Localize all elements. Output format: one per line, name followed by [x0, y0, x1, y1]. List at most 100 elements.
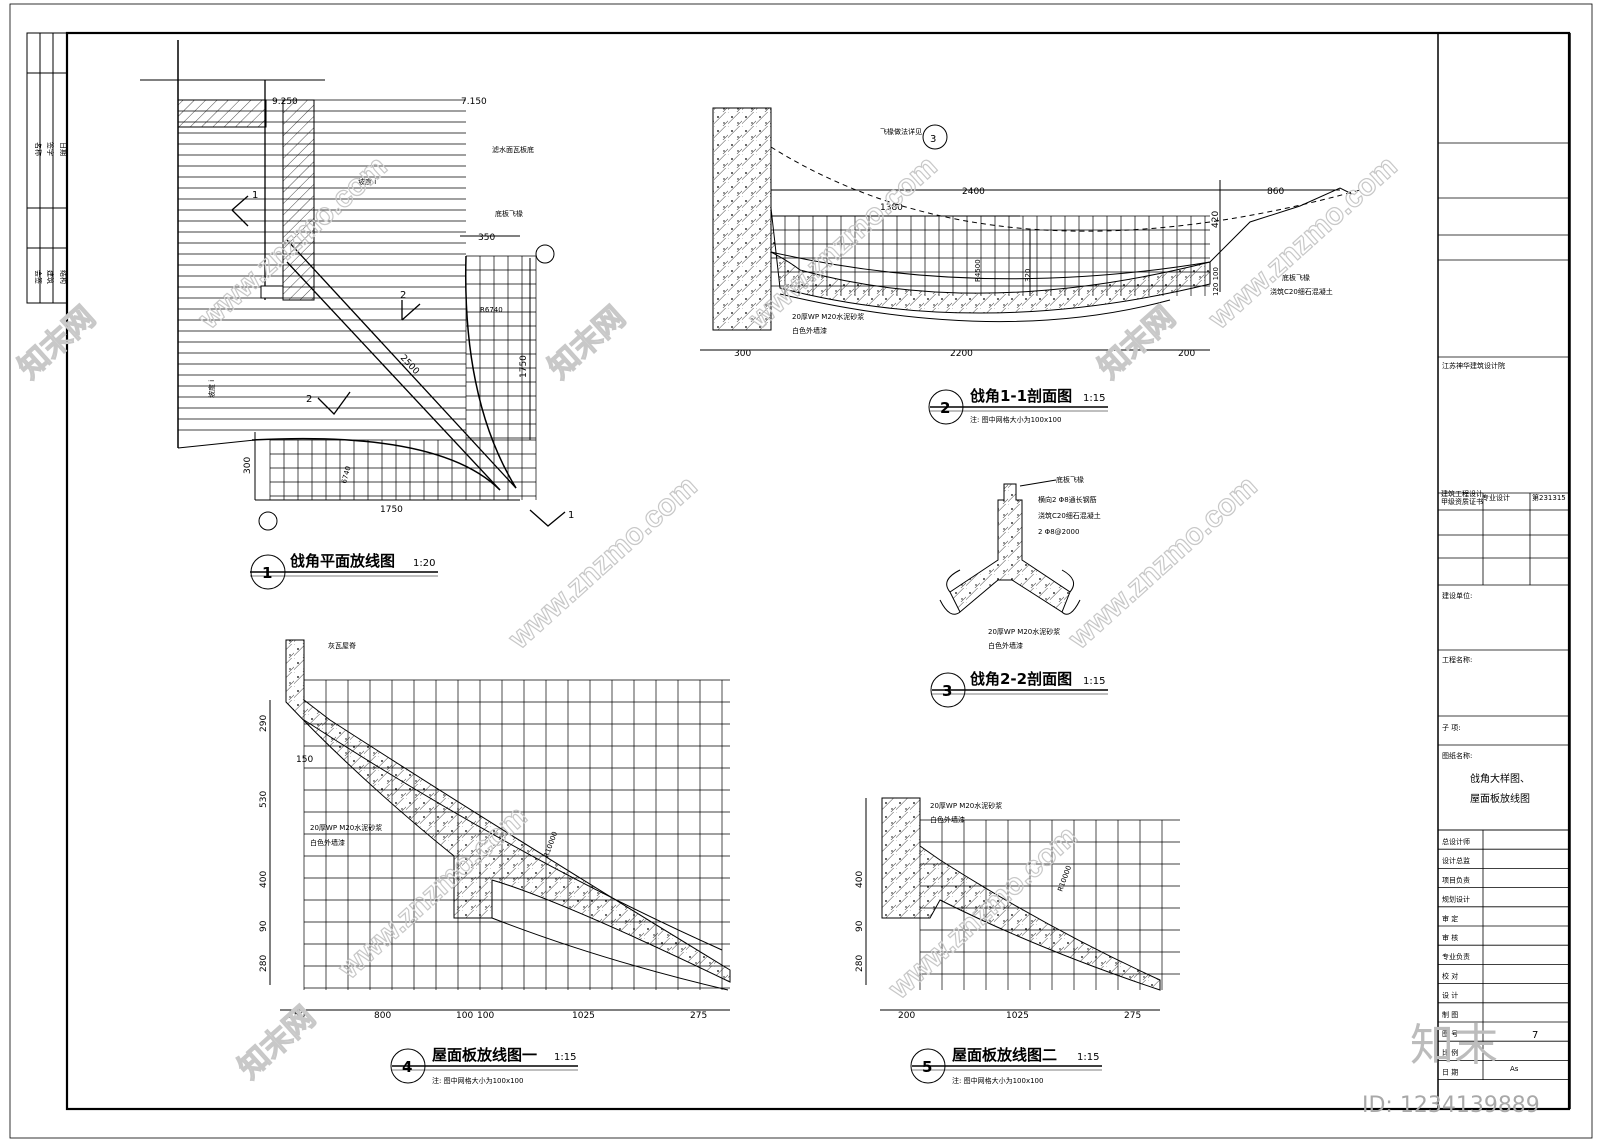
d4-scale: 1:15	[554, 1052, 576, 1063]
d1-scale: 1:20	[413, 558, 435, 569]
d2-dim-1380: 1380	[880, 203, 903, 213]
drawing-2-section-1-1: 3 飞椽做法详见 2400 860 1380 R4500 320 420 120…	[700, 107, 1361, 425]
d3-note-1: 底板飞椽	[1056, 475, 1084, 484]
outer-frame	[9, 3, 1593, 1139]
d5-radius: R10000	[1056, 864, 1073, 892]
d1-note-2: 底板飞椽	[495, 209, 523, 218]
d2-dim-120-100: 120 100	[1212, 267, 1220, 296]
tb-project-label: 工程名称:	[1442, 655, 1472, 664]
d3-note-6: 白色外墙漆	[988, 641, 1023, 650]
d4-dim-290: 290	[259, 715, 269, 732]
elev-7150: 7.150	[461, 97, 487, 107]
tb-role-0: 总设计师	[1442, 837, 1470, 846]
d2-grid-note: 注: 图中网格大小为100x100	[970, 415, 1061, 424]
d4-dim-100a: 100	[456, 1011, 473, 1021]
d3-title: 戗角2-2剖面图	[970, 670, 1072, 688]
d4-dim-280: 280	[259, 955, 269, 972]
d5-scale: 1:15	[1077, 1052, 1099, 1063]
d1-number: 1	[262, 564, 272, 582]
strip-label-5: 结构	[59, 270, 68, 284]
wm-id: ID: 1234139889	[1362, 1093, 1540, 1118]
tb-role-11: 比 例	[1442, 1048, 1458, 1057]
inner-frame	[65, 31, 1571, 1111]
d5-dim-1025: 1025	[1006, 1011, 1029, 1021]
tb-role-2: 项目负责	[1442, 875, 1470, 884]
d4-note-mortar: 20厚WP M20水泥砂浆	[310, 823, 382, 832]
left-strip-labels: 名称 签字 日期 会签 建筑 结构	[34, 142, 68, 284]
d3-number: 3	[942, 682, 952, 700]
tb-role-6: 专业负责	[1442, 952, 1470, 961]
tb-sheet-no: 7	[1532, 1030, 1538, 1041]
d2-dim-320: 320	[1024, 269, 1032, 282]
d1-dim-1750h: 1750	[380, 505, 403, 515]
d5-dim-90: 90	[855, 920, 865, 932]
d3-note-3: 浇筑C20细石混凝土	[1038, 511, 1101, 520]
drawing-1-plan: 9.250 7.150 滤水面瓦板底 坡度 i 底板飞椽 350 R6740 2…	[140, 40, 574, 590]
d4-dim-800: 800	[374, 1011, 391, 1021]
d4-dim-90: 90	[259, 920, 269, 932]
wm-brand-4: 知末网	[233, 1000, 322, 1085]
d3-note-2: 横向2 Φ8通长钢筋	[1038, 495, 1097, 504]
d2-number: 2	[940, 399, 950, 417]
d1-slope: 坡度 i	[358, 177, 376, 186]
d4-dim-150: 150	[288, 1011, 305, 1021]
tb-dwg-name-1: 戗角大样图、	[1470, 772, 1530, 785]
d4-dim-150-top: 150	[296, 755, 313, 765]
d1-note-1: 滤水面瓦板底	[492, 145, 534, 154]
d2-fly-note: 飞椽做法详见	[880, 127, 922, 136]
tb-cert-no: 第231315	[1532, 493, 1566, 502]
tb-role-8: 设 计	[1442, 991, 1458, 1000]
d3-scale: 1:15	[1083, 676, 1105, 687]
d4-radius: R10000	[542, 830, 559, 858]
strip-label-3: 会签	[34, 270, 43, 284]
d5-note-white: 白色外墙漆	[930, 815, 965, 824]
d4-number: 4	[402, 1058, 412, 1076]
d4-dim-1025: 1025	[572, 1011, 595, 1021]
strip-label-2: 日期	[59, 142, 67, 156]
d4-note-white: 白色外墙漆	[310, 838, 345, 847]
d2-radius: R4500	[974, 259, 982, 282]
d2-title: 戗角1-1剖面图	[970, 387, 1072, 405]
d5-dim-200: 200	[898, 1011, 915, 1021]
d1-cut-2b: 2	[306, 394, 312, 405]
tb-dwg-name-label: 图纸名称:	[1442, 751, 1472, 760]
d1-radius: R6740	[480, 306, 503, 314]
d5-grid-note: 注: 图中网格大小为100x100	[952, 1076, 1043, 1085]
tb-sub-label: 子 项:	[1442, 724, 1461, 732]
strip-label-0: 名称	[34, 142, 43, 156]
strip-label-1: 签字	[46, 142, 55, 156]
tb-client-label: 建设单位:	[1442, 591, 1472, 600]
d4-dim-530: 530	[259, 791, 269, 808]
drawing-3-section-2-2: 底板飞椽 横向2 Φ8通长钢筋 浇筑C20细石混凝土 2 Φ8@2000 20厚…	[930, 475, 1108, 708]
d2-dim-860: 860	[1267, 187, 1284, 197]
title-block: 江苏神华建筑设计院 建筑工程设计 甲级资质证书 专业设计 第231315 建设单…	[1437, 33, 1571, 1109]
drawing-4-roof-slab-layout-1: 灰瓦屋脊 290 150 530 20厚WP M20水泥砂浆 白色外墙漆 400…	[259, 639, 731, 1085]
d1-dim-350: 350	[478, 233, 495, 243]
d2-note-c20: 浇筑C20细石混凝土	[1270, 287, 1333, 296]
tb-role-5: 审 核	[1442, 933, 1458, 942]
d1-dim-300: 300	[243, 457, 253, 474]
wm-site-3: www.znzmo.com	[1202, 150, 1404, 336]
elev-9250: 9.250	[272, 97, 298, 107]
d5-title: 屋面板放线图二	[952, 1046, 1057, 1064]
tb-cert-label: 专业设计	[1482, 493, 1510, 502]
d2-dim-420: 420	[1211, 211, 1221, 228]
d1-cut-2a: 2	[400, 290, 406, 301]
strip-label-4: 建筑	[46, 270, 55, 284]
wm-site-4: www.znzmo.com	[502, 470, 704, 656]
d1-dim-1750v: 1750	[519, 355, 529, 378]
d4-dim-275: 275	[690, 1011, 707, 1021]
tb-reg-1: 建筑工程设计	[1441, 489, 1483, 498]
d5-number: 5	[922, 1058, 932, 1076]
d1-title: 戗角平面放线图	[290, 552, 395, 570]
d2-note-fly: 底板飞椽	[1282, 273, 1310, 282]
tb-role-12: 日 期	[1442, 1068, 1458, 1076]
tb-design-unit: 江苏神华建筑设计院	[1442, 361, 1505, 370]
wm-brand-2: 知末网	[543, 300, 632, 385]
wm-logo: 知末	[1410, 1020, 1498, 1071]
d2-dim-200: 200	[1178, 349, 1195, 359]
d1-cut-1a: 1	[252, 190, 258, 201]
d5-note-mortar: 20厚WP M20水泥砂浆	[930, 801, 1002, 810]
d2-note-white: 白色外墙漆	[792, 326, 827, 335]
